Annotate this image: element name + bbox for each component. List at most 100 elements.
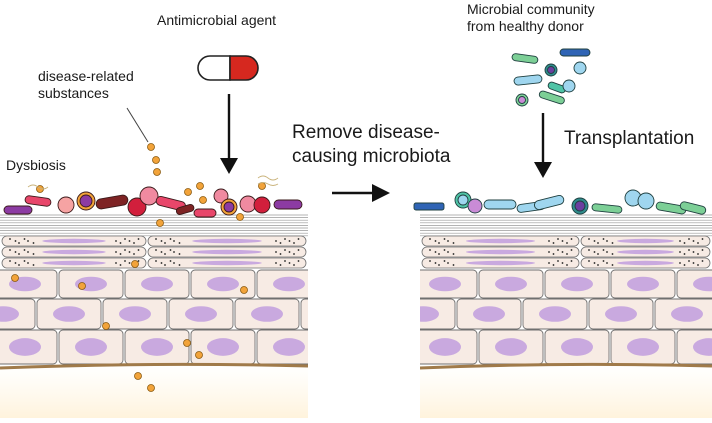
granule [548, 262, 550, 264]
substance-dot [236, 213, 244, 221]
granule [602, 238, 605, 240]
substance-dot [11, 274, 19, 282]
goblet-nucleus [192, 249, 262, 255]
granule [548, 240, 550, 242]
donor-coccus-inner [547, 66, 555, 74]
granule [611, 264, 614, 266]
granule [552, 242, 555, 244]
granule [566, 264, 568, 266]
goblet-nucleus [617, 260, 674, 266]
granule [27, 251, 29, 253]
granule [115, 262, 117, 264]
granule [284, 238, 286, 240]
cell-nucleus [185, 306, 217, 322]
healthy-rod [679, 201, 707, 215]
granule [452, 242, 455, 244]
granule [275, 251, 277, 253]
donor-rod [511, 53, 539, 64]
granule [561, 251, 564, 253]
granule [164, 253, 166, 255]
granule [593, 251, 596, 253]
granule [602, 260, 605, 262]
cell-nucleus [539, 306, 571, 322]
granule [429, 260, 431, 262]
granule [692, 251, 695, 253]
granule [155, 260, 157, 262]
granule [611, 242, 614, 244]
epithelium-right [420, 269, 712, 365]
granule [14, 240, 17, 242]
bacterium-coccus-inner [223, 201, 235, 213]
granule [27, 240, 29, 242]
substance-dot [131, 260, 139, 268]
granule [683, 253, 686, 255]
healthy-coccus-inner [574, 200, 586, 212]
cell-nucleus [251, 306, 283, 322]
epithelium-left [0, 269, 308, 365]
label-remove: Remove disease- causing microbiota [292, 122, 451, 167]
cell-nucleus [207, 338, 239, 356]
granule [597, 264, 599, 266]
granule [115, 240, 117, 242]
lamina-right [420, 365, 712, 418]
epithelial-cell [300, 298, 308, 330]
cell-nucleus [75, 338, 107, 356]
granule [697, 264, 699, 266]
bacterium-rod [3, 205, 33, 215]
cell-nucleus [671, 306, 703, 322]
goblet-nucleus [42, 260, 106, 266]
granule [173, 240, 175, 242]
granule [557, 249, 559, 251]
goblet-nucleus [465, 260, 536, 266]
healthy-coccus [467, 198, 483, 214]
granule [32, 253, 35, 255]
granule [697, 253, 699, 255]
granule [606, 262, 608, 264]
granule [137, 260, 140, 262]
granule [279, 253, 282, 255]
granule [688, 238, 690, 240]
granule [293, 264, 295, 266]
down-arrow-right [534, 113, 552, 178]
granule [447, 240, 449, 242]
substance-dot [199, 196, 207, 204]
bacterium-rod [175, 204, 195, 215]
granule [23, 249, 26, 251]
granule [9, 260, 11, 262]
granule [169, 238, 172, 240]
bacterium-coccus [239, 195, 257, 213]
granule [561, 262, 564, 264]
granule [23, 238, 26, 240]
healthy-bacteria [413, 189, 707, 215]
granule [611, 253, 614, 255]
healthy-rod [591, 203, 623, 214]
label-antimicrobial: Antimicrobial agent [157, 12, 277, 28]
donor-rod [513, 74, 543, 86]
label-transplantation: Transplantation [564, 128, 695, 149]
substance-dot [153, 168, 161, 176]
granule [679, 240, 681, 242]
basement-line-left [0, 362, 308, 370]
granule [279, 242, 282, 244]
cell-nucleus [9, 338, 41, 356]
granule [688, 260, 690, 262]
cell-nucleus [693, 276, 712, 292]
goblet-nucleus [465, 238, 536, 244]
cell-nucleus [207, 276, 239, 292]
granule [9, 238, 11, 240]
dysbiotic-bacteria [3, 186, 303, 218]
granule [288, 262, 291, 264]
granule [679, 251, 681, 253]
granule [275, 262, 277, 264]
bacterium-coccus [213, 188, 229, 204]
granule [160, 251, 163, 253]
label-dysbiosis: Dysbiosis [6, 157, 66, 173]
granule [683, 264, 686, 266]
granule [593, 262, 596, 264]
granule [566, 253, 568, 255]
cell-nucleus [693, 338, 712, 356]
cell-nucleus [119, 306, 151, 322]
bacterium-coccus [253, 196, 271, 214]
